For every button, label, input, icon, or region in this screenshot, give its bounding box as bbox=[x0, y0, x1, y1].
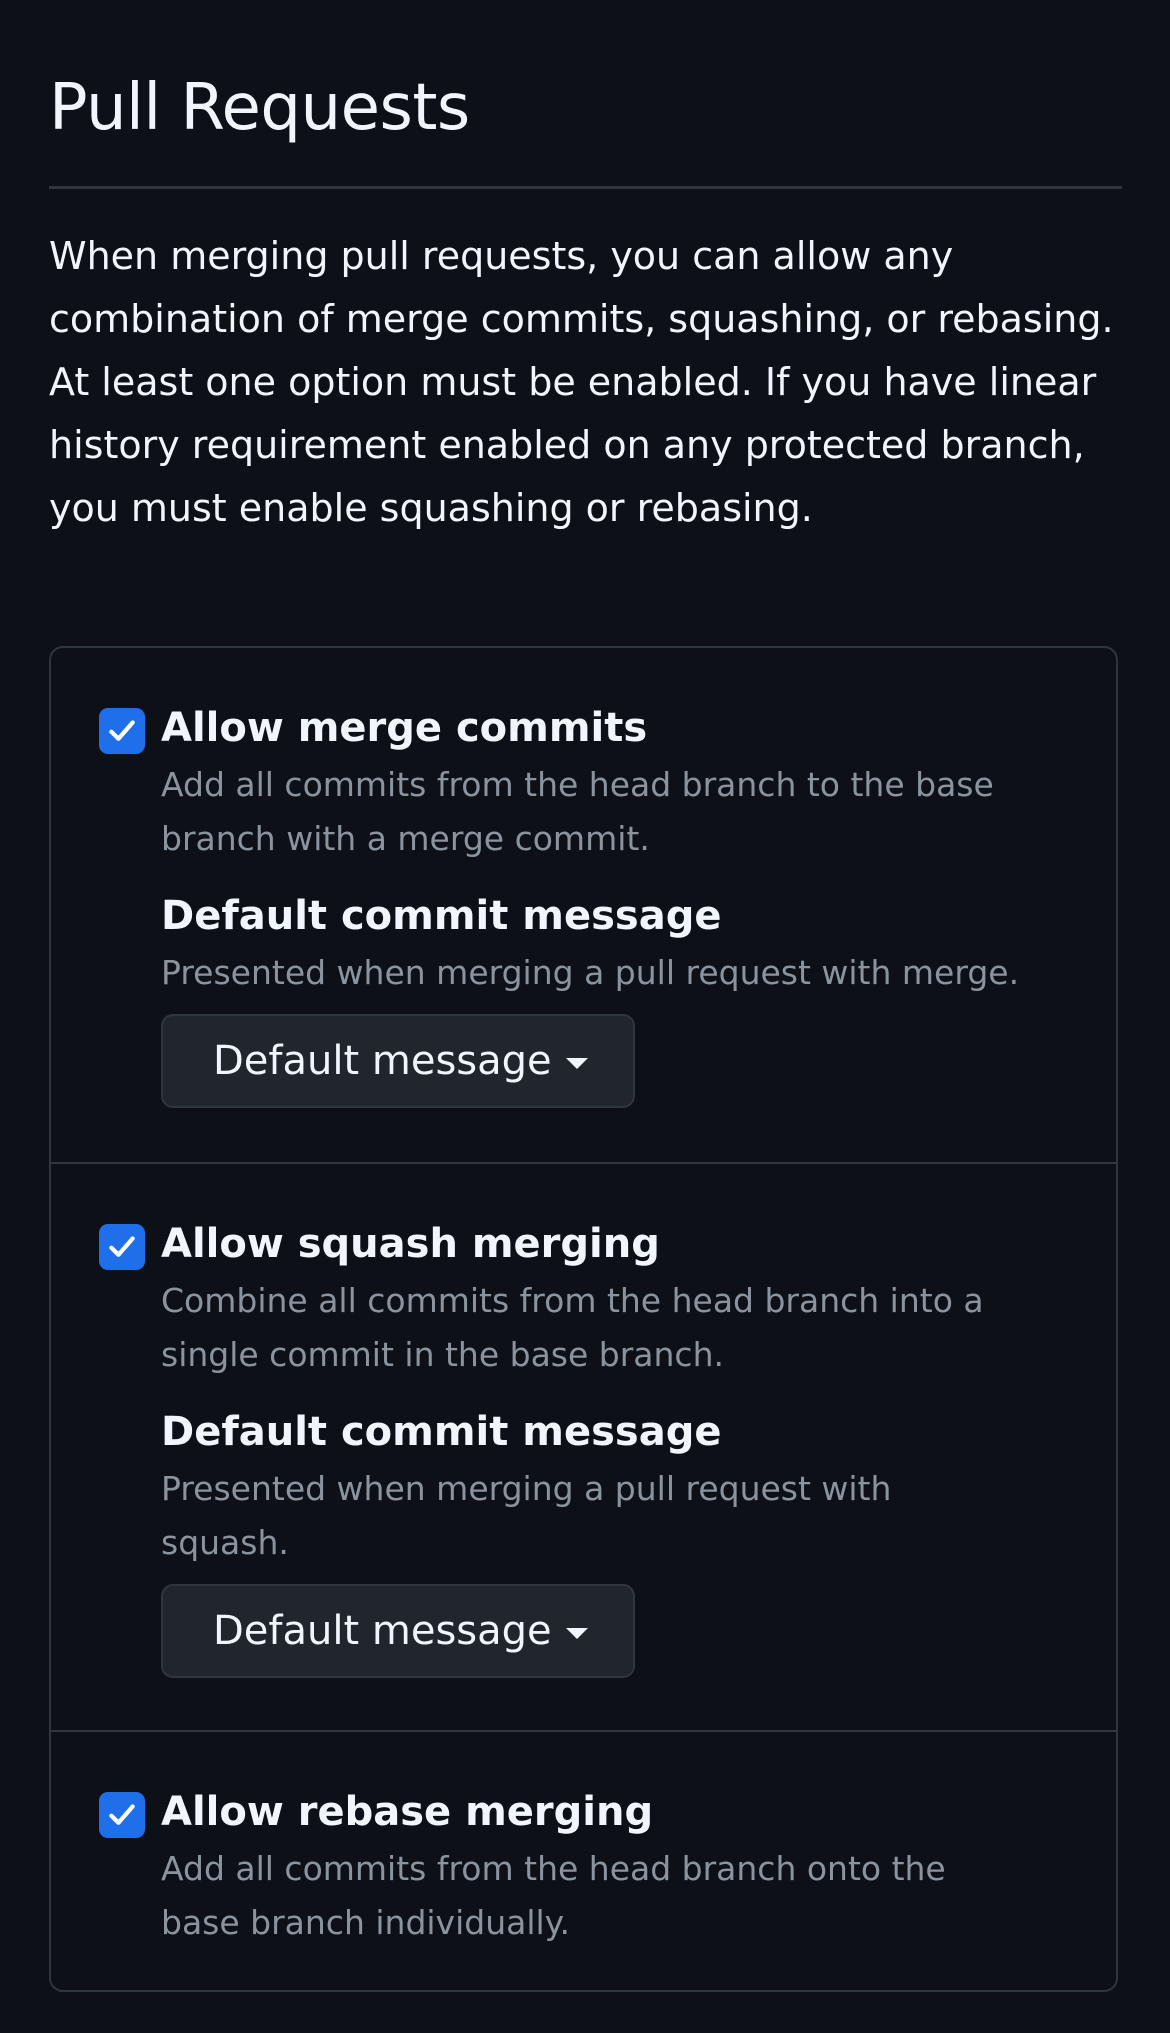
squash-merging-label[interactable]: Allow squash merging bbox=[161, 1221, 660, 1267]
option-merge-commits: Allow merge commits Add all commits from… bbox=[51, 648, 1116, 1162]
rebase-merging-content: Allow rebase merging Add all commits fro… bbox=[161, 1784, 1096, 1950]
squash-merging-checkbox[interactable] bbox=[99, 1224, 145, 1270]
merge-default-message-description: Presented when merging a pull request wi… bbox=[161, 953, 1020, 992]
merge-commits-label[interactable]: Allow merge commits bbox=[161, 705, 648, 751]
check-icon bbox=[109, 1236, 135, 1257]
caret-down-icon bbox=[565, 1057, 588, 1069]
rebase-merging-checkbox[interactable] bbox=[99, 1792, 145, 1838]
pull-requests-settings: Pull Requests When merging pull requests… bbox=[49, 0, 1122, 1992]
option-squash-merging: Allow squash merging Combine all commits… bbox=[51, 1162, 1116, 1730]
merge-dropdown-value: Default message bbox=[213, 1038, 552, 1084]
check-icon bbox=[109, 1804, 135, 1825]
rebase-merging-label[interactable]: Allow rebase merging bbox=[161, 1789, 654, 1835]
squash-default-message-description: Presented when merging a pull request wi… bbox=[161, 1469, 892, 1562]
merge-commits-checkbox[interactable] bbox=[99, 708, 145, 754]
squash-default-message-dropdown[interactable]: Default message bbox=[161, 1584, 635, 1678]
check-icon bbox=[109, 720, 135, 741]
squash-merging-content: Allow squash merging Combine all commits… bbox=[161, 1216, 1096, 1678]
merge-commits-content: Allow merge commits Add all commits from… bbox=[161, 700, 1096, 1108]
merge-commits-description: Add all commits from the head branch to … bbox=[161, 765, 994, 858]
title-divider bbox=[49, 186, 1122, 189]
squash-merging-description: Combine all commits from the head branch… bbox=[161, 1281, 984, 1374]
squash-default-message-label: Default commit message bbox=[161, 1409, 722, 1455]
section-description: When merging pull requests, you can allo… bbox=[49, 234, 1114, 530]
page-title: Pull Requests bbox=[49, 71, 470, 145]
option-rebase-merging: Allow rebase merging Add all commits fro… bbox=[51, 1730, 1116, 1992]
squash-dropdown-value: Default message bbox=[213, 1608, 552, 1654]
rebase-merging-description: Add all commits from the head branch ont… bbox=[161, 1849, 946, 1942]
merge-options-box: Allow merge commits Add all commits from… bbox=[49, 646, 1118, 1992]
merge-default-message-label: Default commit message bbox=[161, 893, 722, 939]
caret-down-icon bbox=[565, 1627, 588, 1639]
merge-default-message-dropdown[interactable]: Default message bbox=[161, 1014, 635, 1108]
